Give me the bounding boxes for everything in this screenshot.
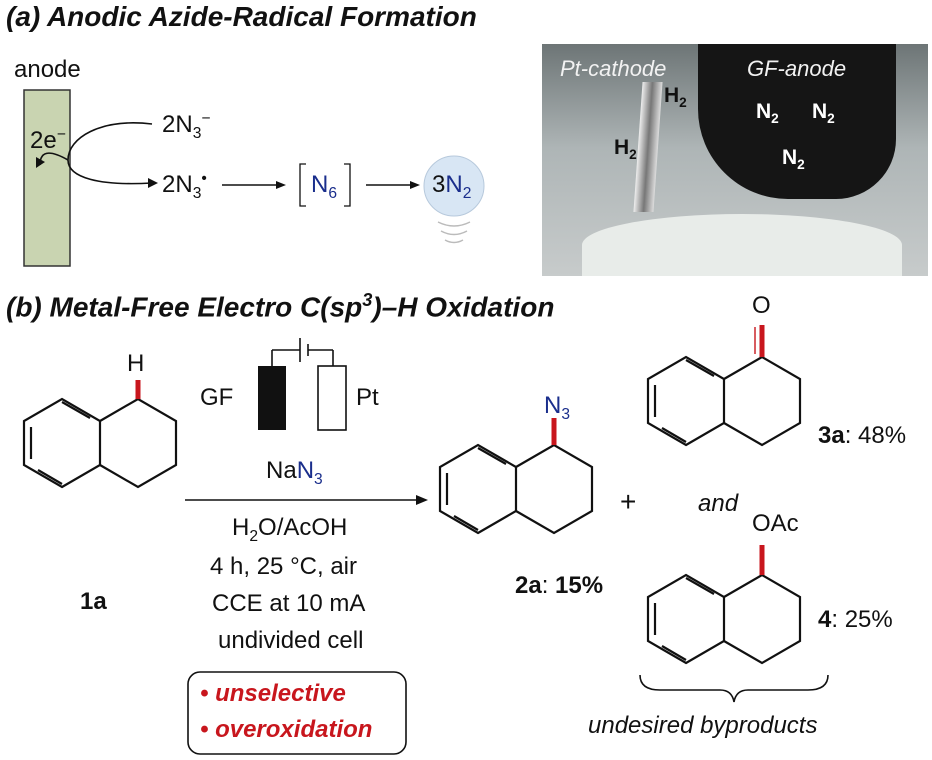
n2-label-2: N2 (812, 100, 835, 127)
n2-label-1: N2 (756, 100, 779, 127)
bracket-right (344, 163, 351, 207)
condition-cell: undivided cell (218, 627, 364, 654)
and-label: and (698, 490, 739, 517)
solvent-label: H2O/AcOH (232, 514, 348, 545)
compound-1a-label: 1a (80, 588, 107, 615)
gf-anode-photo (698, 44, 896, 199)
anode-photo-label: GF-anode (747, 56, 847, 81)
byproducts-label: undesired byproducts (588, 712, 818, 739)
cathode-label: Pt-cathode (560, 56, 667, 81)
plus-sign: + (620, 486, 637, 517)
tetralin-1a-structure (22, 397, 178, 489)
h2-label-2: H2 (614, 136, 637, 163)
reagent-label: NaN3 (266, 457, 323, 488)
electrode-cell (271, 338, 347, 431)
bracket-left (299, 163, 306, 207)
ketone-3a-structure (646, 355, 802, 447)
condition-cce: CCE at 10 mA (212, 590, 366, 617)
azide-radical: 2N3• (162, 170, 207, 202)
byproducts-brace (639, 674, 829, 703)
n6-intermediate: N6 (311, 171, 338, 202)
gf-electrode (258, 366, 286, 430)
azide-group-label: N3 (544, 392, 571, 423)
compound-3a-label: 3a: 48% (818, 422, 907, 449)
issue-box (187, 671, 407, 755)
azide-radical-scheme (23, 89, 485, 267)
oac-label: OAc (752, 510, 799, 537)
anode-label: anode (14, 56, 81, 83)
compound-2a-label: 2a: 15% (515, 572, 604, 599)
solution-photo (582, 214, 902, 276)
azide-anion: 2N3− (162, 110, 211, 142)
issue-overoxidation: • overoxidation (200, 716, 373, 743)
condition-time: 4 h, 25 °C, air (210, 553, 357, 580)
anode-electrode (23, 89, 71, 267)
gf-label: GF (200, 384, 234, 411)
h-atom-label: H (127, 350, 145, 377)
n2-label-3: N2 (782, 146, 805, 173)
panel-a-heading: (a) Anodic Azide-Radical Formation (6, 1, 477, 32)
ketone-oxygen: O (752, 292, 771, 319)
n2-product: 3N2 (432, 171, 472, 202)
issue-unselective: • unselective (200, 680, 346, 707)
pt-label: Pt (356, 384, 379, 411)
panel-b-heading: (b) Metal-Free Electro C(sp3)–H Oxidatio… (6, 290, 555, 323)
acetate-4-structure (646, 573, 802, 665)
electrolysis-photo: Pt-cathode GF-anode H2 H2 N2 N2 N2 (542, 44, 928, 276)
electron-label: 2e− (30, 126, 66, 154)
compound-4-label: 4: 25% (818, 606, 893, 633)
h2-label-1: H2 (664, 84, 687, 111)
azide-2a-structure (438, 443, 594, 535)
nitrogen-bubble (423, 155, 485, 217)
